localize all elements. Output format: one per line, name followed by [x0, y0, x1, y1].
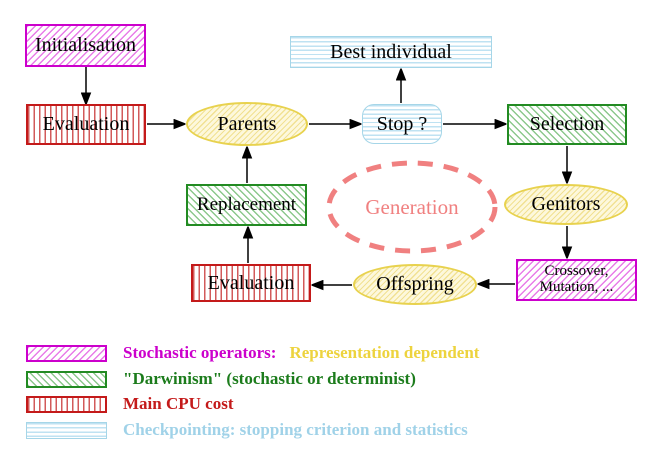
legend-swatch-red-stripes	[26, 396, 107, 413]
legend-stochastic-qualifier: Representation dependent	[289, 343, 480, 362]
node-crossover-mutation: Crossover, Mutation, ...	[516, 259, 637, 301]
node-initialisation-label: Initialisation	[34, 34, 137, 56]
node-initialisation: Initialisation	[25, 24, 146, 67]
node-offspring-label: Offspring	[376, 273, 454, 295]
legend-row-cpu: Main CPU cost	[0, 394, 662, 413]
node-offspring: Offspring	[353, 264, 477, 305]
legend-cpu-text: Main CPU cost	[123, 394, 234, 413]
node-genitors-label: Genitors	[531, 193, 601, 215]
legend-row-checkpointing: Checkpointing: stopping criterion and st…	[0, 420, 662, 439]
node-best-individual: Best individual	[290, 36, 492, 68]
node-generation-label: Generation	[365, 194, 459, 219]
legend-swatch-green-hatch	[26, 371, 107, 388]
legend-swatch-cyan-stripes	[26, 422, 107, 439]
legend-row-stochastic: Stochastic operators: Representation depe…	[0, 343, 662, 363]
node-parents: Parents	[186, 102, 308, 146]
node-best-individual-label: Best individual	[330, 40, 452, 63]
node-genitors: Genitors	[504, 184, 628, 225]
node-evaluation-bottom-label: Evaluation	[207, 271, 295, 294]
node-crossover-label-line1: Crossover,	[544, 263, 609, 280]
node-selection: Selection	[507, 104, 627, 145]
node-stop: Stop ?	[362, 104, 442, 144]
node-evaluation-top-label: Evaluation	[42, 113, 130, 135]
node-parents-label: Parents	[217, 112, 277, 135]
node-evaluation-top: Evaluation	[26, 104, 146, 145]
node-evaluation-bottom: Evaluation	[191, 264, 311, 302]
node-selection-label: Selection	[529, 113, 605, 135]
node-replacement: Replacement	[186, 184, 307, 226]
node-replacement-label: Replacement	[196, 194, 297, 216]
node-generation: Generation	[329, 163, 495, 251]
legend-swatch-magenta-hatch	[26, 345, 107, 362]
legend-row-darwinism: "Darwinism" (stochastic or determinist)	[0, 369, 662, 388]
legend-stochastic-text: Stochastic operators:	[123, 343, 277, 362]
node-stop-label: Stop ?	[376, 112, 428, 135]
legend-checkpointing-text: Checkpointing: stopping criterion and st…	[123, 420, 468, 439]
node-crossover-label-line2: Mutation, ...	[539, 279, 614, 295]
legend-label-stochastic: Stochastic operators: Representation depe…	[123, 343, 479, 363]
legend-darwinism-text: "Darwinism" (stochastic or determinist)	[123, 369, 416, 388]
